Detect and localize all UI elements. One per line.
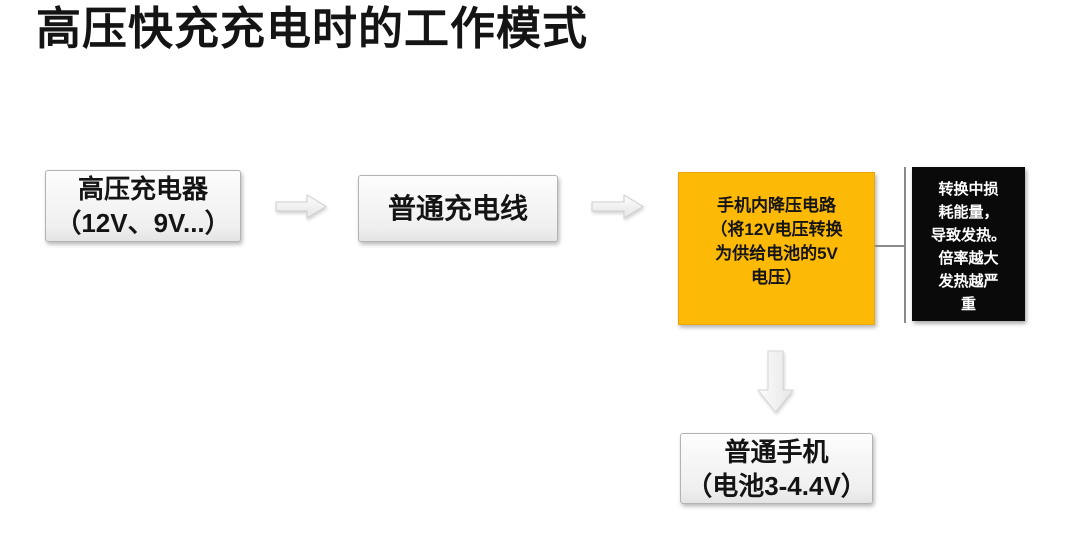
page-title: 高压快充充电时的工作模式 [36,3,589,54]
phone-box-label: 普通手机 （电池3-4.4V） [686,436,867,501]
arrow-down-icon [757,350,794,413]
arrow-right-icon [275,194,327,219]
heat-note-box: 转换中损 耗能量， 导致发热。 倍率越大 发热越严 重 [912,167,1025,321]
phone-box: 普通手机 （电池3-4.4V） [680,433,873,504]
heat-note-label: 转换中损 耗能量， 导致发热。 倍率越大 发热越严 重 [930,181,1006,313]
charger-box: 高压充电器 （12V、9V...） [45,170,241,242]
cable-box: 普通充电线 [358,175,558,242]
note-connector-line [875,245,906,247]
note-connector-bracket [904,167,906,323]
stepdown-circuit-box: 手机内降压电路 （将12V电压转换 为供给电池的5V 电压） [678,172,875,325]
stepdown-circuit-label: 手机内降压电路 （将12V电压转换 为供给电池的5V 电压） [710,196,843,287]
charger-box-label: 高压充电器 （12V、9V...） [55,174,231,238]
cable-box-label: 普通充电线 [387,192,528,224]
arrow-right-icon [591,194,644,219]
